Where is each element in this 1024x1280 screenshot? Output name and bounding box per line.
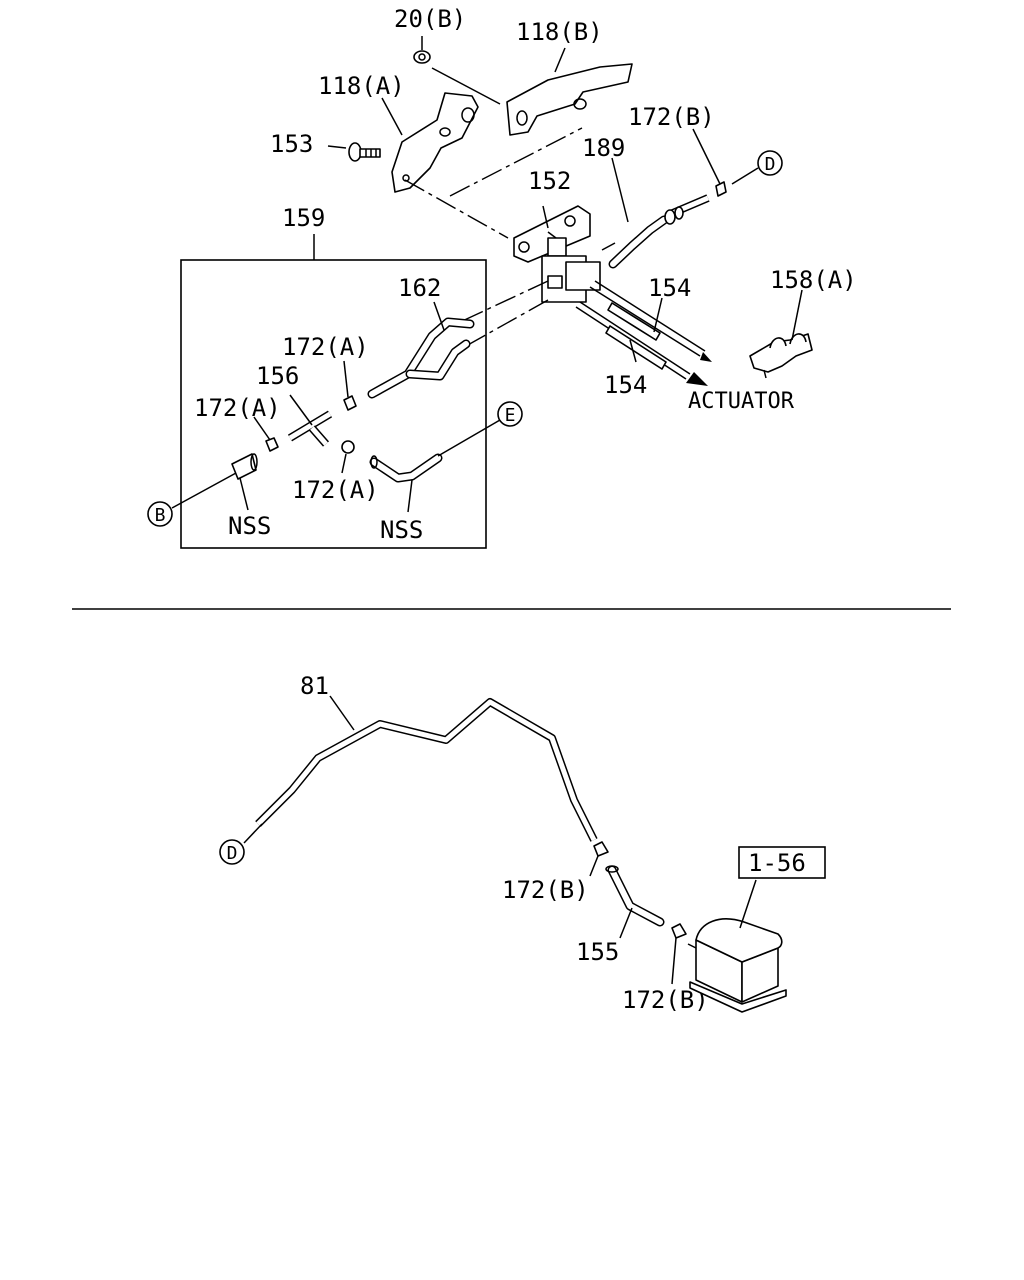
tee-156 (287, 394, 333, 447)
clamp-172a-1 (343, 360, 357, 411)
leader-dashed-2 (449, 127, 583, 197)
nut-20b (413, 36, 431, 64)
nss-pipe-left (231, 453, 258, 511)
label-118b: 118(B) (516, 18, 603, 46)
connector-d-top-icon (757, 150, 783, 176)
connector-d-top: D (765, 154, 776, 175)
label-81: 81 (300, 672, 329, 700)
nss-label-2: NSS (380, 516, 423, 544)
pipe-to-d (664, 194, 710, 225)
bolt-153 (327, 142, 381, 162)
label-154-upper: 154 (648, 274, 691, 302)
label-172b-mid: 172(B) (502, 876, 589, 904)
label-172a-2: 172(A) (194, 394, 281, 422)
bracket-118a (381, 67, 501, 193)
clamp-172b-top (692, 128, 727, 197)
leader-dashed-4 (465, 299, 549, 347)
pipe-81 (255, 695, 598, 842)
nss-hose-right (369, 419, 501, 513)
label-162: 162 (398, 274, 441, 302)
label-154-lower: 154 (604, 371, 647, 399)
actuator-label: ACTUATOR (688, 389, 795, 414)
clamp-172a-2 (253, 416, 279, 452)
label-153: 153 (270, 130, 313, 158)
hose-154-lower (575, 301, 708, 386)
hose-162 (367, 301, 475, 399)
label-152: 152 (528, 167, 571, 195)
connector-e-icon (497, 401, 523, 427)
clamp-172b-mid (589, 841, 609, 877)
leader-dashed-1 (404, 179, 509, 239)
label-156: 156 (256, 362, 299, 390)
connector-b-icon (147, 501, 173, 527)
connector-e: E (505, 405, 516, 426)
label-172a-3: 172(A) (292, 476, 379, 504)
label-172a-1: 172(A) (282, 333, 369, 361)
label-20b: 20(B) (394, 5, 466, 33)
connector-b: B (155, 505, 166, 526)
label-1-56: 1-56 (748, 849, 806, 877)
canister-1-56 (687, 879, 787, 1013)
label-159: 159 (282, 204, 325, 232)
hose-189 (601, 157, 669, 269)
leader-dashed-3 (457, 280, 549, 324)
valve-block-152 (513, 205, 601, 303)
label-155: 155 (576, 938, 619, 966)
label-189: 189 (582, 134, 625, 162)
nss-label-1: NSS (228, 512, 271, 540)
bracket-118b (506, 47, 633, 136)
connector-d-bottom-icon (219, 839, 245, 865)
clamp-172a-3 (341, 440, 355, 474)
assembly-box-159 (180, 259, 487, 549)
clamp-172b-bot (671, 923, 687, 985)
label-118a: 118(A) (318, 72, 405, 100)
label-172b-top: 172(B) (628, 103, 715, 131)
label-158a: 158(A) (770, 266, 857, 294)
hose-154-upper (589, 280, 712, 362)
ref-box-1-56 (738, 846, 826, 879)
clip-158a (749, 289, 813, 379)
hose-155 (605, 865, 665, 939)
connector-d-bottom: D (227, 843, 238, 864)
